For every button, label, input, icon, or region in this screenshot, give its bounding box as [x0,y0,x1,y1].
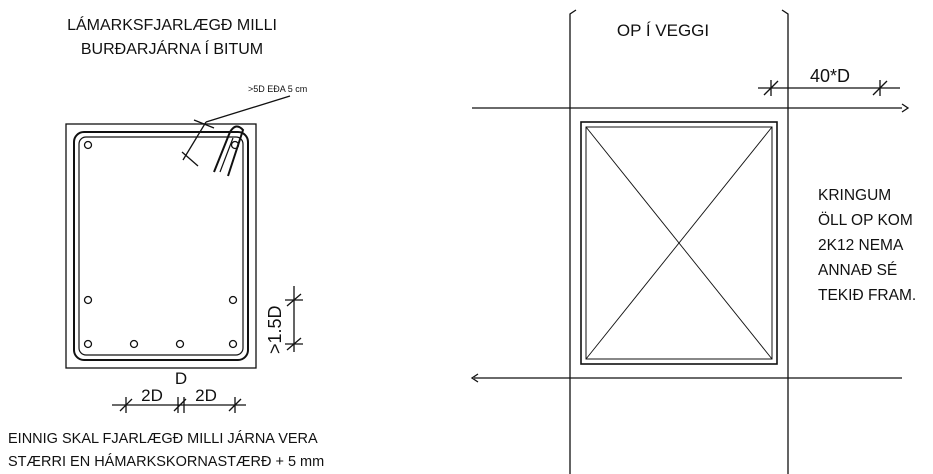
anchorage-slash [763,80,779,96]
beam-outline [65,123,257,369]
left-vertical-bar [569,9,577,474]
stirrup-hook [213,125,245,177]
cover-tick [193,119,215,129]
bottom-bar-end [470,373,479,383]
rebar-dot [83,140,93,150]
left-title-line1: LÁMARKSFJARLÆGÐ MILLI [67,15,277,34]
rebar-dot [129,339,139,349]
rebar-dot [175,339,185,349]
wall-opening-detail [470,9,910,474]
horizontal-dimension-slash [119,398,133,412]
rebar-dot [228,339,238,349]
cover-note: >5D EÐA 5 cm [248,84,307,94]
rebar-dot [83,339,93,349]
vertical-dimension-slash [286,337,302,351]
left-note-line1: EINNIG SKAL FJARLÆGÐ MILLI JÁRNA VERA [8,430,318,447]
right-note-line4: ANNAÐ SÉ [818,262,897,279]
anchorage-slash [872,80,888,96]
vertical-dimension-slash [286,293,302,307]
right-note-line3: 2K12 NEMA [818,237,904,254]
right-detail-labels: OP Í VEGGI 40*D KRINGUM ÖLL OP KOM 2K12 … [617,21,916,304]
opening-diagonal [585,126,773,360]
cover-leader-line [205,95,291,123]
rebar-dot [83,295,93,305]
right-note-line1: KRINGUM [818,187,891,204]
horizontal-dimension-slash [173,398,187,412]
right-note-line5: TEKIÐ FRAM. [818,287,916,304]
horizontal-spacing-left-label: 2D [141,386,163,405]
horizontal-spacing-right-label: 2D [195,386,217,405]
right-title: OP Í VEGGI [617,21,709,40]
stirrup-hook-inner [219,137,234,173]
vertical-spacing-label: >1.5D [265,305,285,354]
left-note-line2: STÆRRI EN HÁMARKSKORNASTÆRÐ + 5 mm [8,453,324,470]
opening-inner [585,126,773,360]
cover-tick [181,151,199,167]
right-note-line2: ÖLL OP KOM [818,211,913,229]
bar-diameter-label: D [175,369,187,388]
rebar-dot [228,295,238,305]
anchorage-length-label: 40*D [810,66,850,86]
cover-dimension-line [182,121,207,161]
horizontal-dimension-slash [228,398,242,412]
left-detail-labels: LÁMARKSFJARLÆGÐ MILLI BURÐARJÁRNA Í BITU… [8,15,324,470]
stirrup-inner [78,136,244,356]
left-title-line2: BURÐARJÁRNA Í BITUM [81,39,263,58]
beam-section-detail [65,95,303,413]
top-bar-end [901,103,910,113]
right-vertical-bar [781,9,789,474]
opening-outer [580,121,778,365]
rebar-dot [230,140,240,150]
stirrup-outer [73,131,249,361]
